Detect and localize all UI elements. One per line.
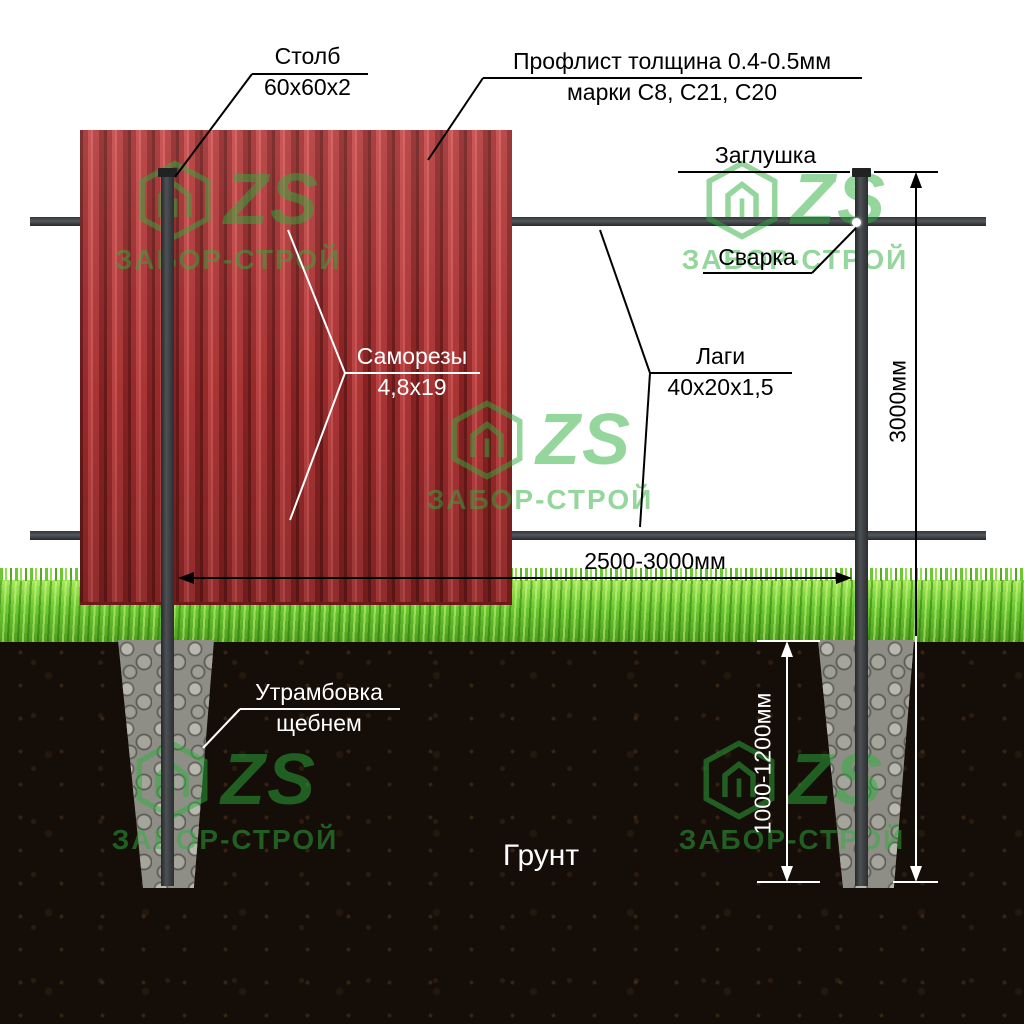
tamping-callout: Утрамбовка щебнем bbox=[238, 677, 400, 739]
fence-post-left bbox=[161, 176, 174, 886]
post-cap-right bbox=[852, 168, 871, 177]
watermark-logo-text: ZS bbox=[535, 400, 632, 480]
rails-callout-title: Лаги bbox=[695, 343, 746, 369]
embed-depth-dimension-label: 1000-1200мм bbox=[749, 692, 776, 835]
weld-point bbox=[852, 218, 861, 227]
post-callout: Столб 60х60х2 bbox=[245, 41, 370, 103]
profiled-sheet-callout-title: Профлист толщина 0.4-0.5мм bbox=[512, 48, 832, 74]
profiled-sheet-callout: Профлист толщина 0.4-0.5мм марки С8, С21… bbox=[478, 46, 866, 108]
weld-callout-title: Сварка bbox=[718, 244, 796, 270]
screws-callout-value: 4,8х19 bbox=[377, 374, 447, 400]
fence-post-right bbox=[855, 176, 868, 886]
weld-callout: Сварка bbox=[703, 242, 811, 273]
tamping-callout-value: щебнем bbox=[276, 710, 362, 736]
post-height-dimension-label: 3000мм bbox=[884, 360, 911, 443]
rails-callout-value: 40х20х1,5 bbox=[667, 374, 774, 400]
post-cap-left bbox=[158, 168, 177, 177]
ground-label: Грунт bbox=[502, 839, 580, 872]
span-dimension-label: 2500-3000мм bbox=[584, 548, 726, 574]
tamping-callout-title: Утрамбовка bbox=[255, 679, 383, 705]
screws-callout: Саморезы 4,8х19 bbox=[342, 341, 482, 403]
screws-callout-title: Саморезы bbox=[356, 343, 468, 369]
rails-callout: Лаги 40х20х1,5 bbox=[648, 341, 793, 403]
post-callout-title: Столб bbox=[274, 43, 341, 69]
profiled-sheet-callout-value: марки С8, С21, С20 bbox=[566, 79, 778, 105]
post-callout-value: 60х60х2 bbox=[264, 74, 351, 100]
cap-callout-title: Заглушка bbox=[714, 142, 817, 168]
cap-callout: Заглушка bbox=[688, 140, 843, 171]
